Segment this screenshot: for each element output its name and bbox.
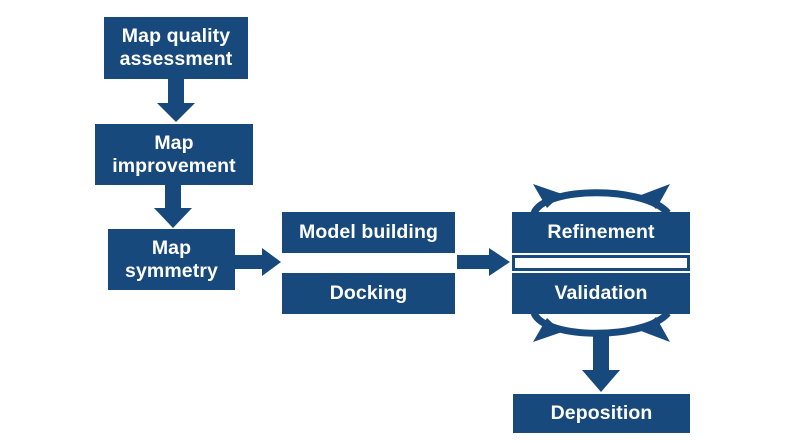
node-map-quality-assessment[interactable]: Map quality assessment [104,17,248,79]
node-validation[interactable]: Validation [512,273,690,314]
node-label: Model building [299,221,438,244]
node-label: Map symmetry [125,236,218,282]
node-model-building[interactable]: Model building [282,212,455,253]
node-label: Validation [554,282,648,305]
arrow-building-to-refinement [457,248,510,276]
arrow-improvement-to-symmetry [154,185,192,228]
node-label: Docking [329,282,408,305]
cycle-spacer-bar [512,255,690,271]
node-label: Map quality assessment [119,25,233,70]
node-map-symmetry[interactable]: Map symmetry [108,229,235,290]
arc-top-cycle [530,184,671,216]
node-docking[interactable]: Docking [282,273,455,314]
node-map-improvement[interactable]: Map improvement [95,124,253,185]
node-refinement[interactable]: Refinement [512,212,690,253]
arrow-quality-to-improvement [157,79,195,122]
node-label: Map improvement [112,131,236,177]
arrow-symmetry-to-building [235,248,281,276]
arrow-cycle-to-deposition [582,330,620,392]
node-label: Deposition [550,402,653,425]
node-label: Refinement [547,221,655,244]
node-deposition[interactable]: Deposition [513,394,690,433]
